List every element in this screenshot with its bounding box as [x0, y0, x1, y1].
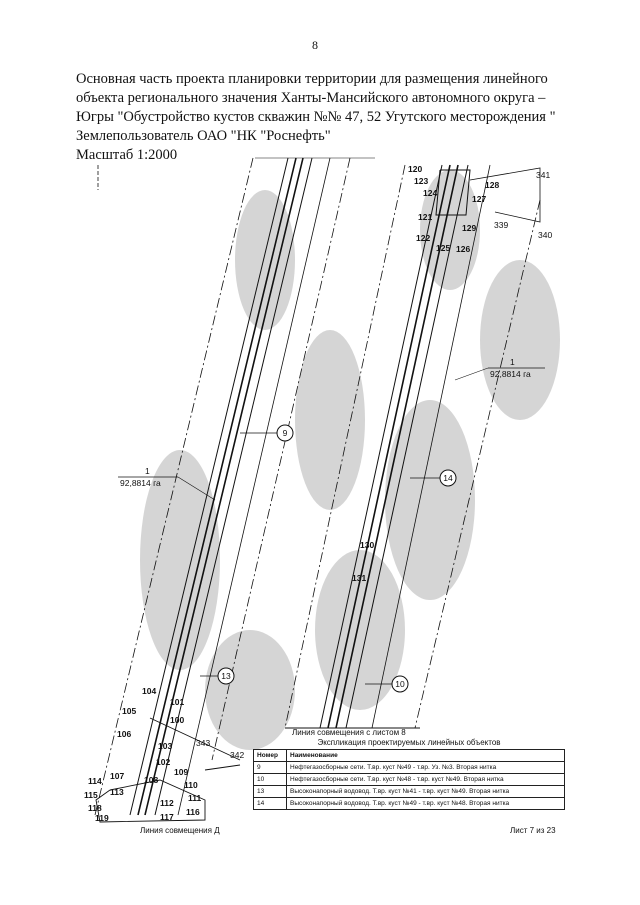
point-label: 115	[84, 790, 98, 800]
point-label: 126	[456, 244, 470, 254]
route-label: 9	[283, 428, 288, 438]
point-label: 107	[110, 771, 124, 781]
point-label: 339	[494, 220, 508, 230]
point-label: 117	[160, 812, 174, 822]
route-label: 13	[221, 671, 231, 681]
title-line: Югры "Обустройство кустов скважин №№ 47,…	[76, 109, 556, 125]
point-label: 125	[436, 243, 450, 253]
point-label: 123	[414, 176, 428, 186]
match-line-d: Линия совмещения Д	[140, 826, 220, 835]
plot-area: 92,8814 га	[490, 369, 531, 379]
route-markers: 9 14 13 10	[200, 424, 457, 693]
legend-row: 14 Высоконапорный водовод. Т.вр. куст №4…	[253, 797, 565, 810]
bottom-cluster-points: 104 105 101 100 106 103 102 107 108 109 …	[84, 686, 244, 823]
point-label: 340	[538, 230, 552, 240]
plot-id: 1	[510, 357, 515, 367]
legend-header-name: Наименование	[286, 749, 565, 762]
sheet-number: Лист 7 из 23	[510, 826, 556, 835]
point-label: 108	[144, 775, 158, 785]
point-label: 343	[196, 738, 210, 748]
legend-grid: Номер Наименование 9 Нефтегазосборные се…	[253, 749, 565, 810]
point-label: 341	[536, 170, 550, 180]
point-label: 110	[184, 780, 198, 790]
legend-header-number: Номер	[253, 749, 287, 762]
point-label: 131	[352, 573, 366, 583]
point-label: 129	[462, 223, 476, 233]
match-line-sheet-8: Линия совмещения с листом 8	[292, 728, 406, 737]
legend-header-row: Номер Наименование	[253, 749, 565, 762]
legend-name: Высоконапорный водовод. Т.вр. куст №49 -…	[286, 797, 565, 810]
route-label: 10	[395, 679, 405, 689]
title-line: объекта регионального значения Ханты-Ман…	[76, 90, 546, 106]
point-label: 106	[117, 729, 131, 739]
top-cluster-points: 120 123 124 121 122 125 126 127 128 129 …	[408, 164, 552, 254]
legend-number: 13	[253, 785, 287, 798]
plot-label-right: 1 92,8814 га	[454, 357, 545, 381]
legend-title: Экспликация проектируемых линейных объек…	[317, 738, 501, 747]
plot-label-left: 1 92,8814 га	[118, 466, 216, 501]
point-label: 102	[156, 757, 170, 767]
point-label: 342	[230, 750, 244, 760]
point-label: 112	[160, 798, 174, 808]
point-label: 104	[142, 686, 156, 696]
route-label: 14	[443, 473, 453, 483]
right-corridor	[284, 164, 541, 729]
scale-label: Масштаб 1:2000	[76, 147, 178, 163]
legend-row: 13 Высоконапорный водовод. Т.вр. куст №4…	[253, 785, 565, 798]
bottom-cluster-shape	[95, 717, 241, 823]
legend-number: 10	[253, 773, 287, 786]
point-label: 113	[110, 787, 124, 797]
point-label: 121	[418, 212, 432, 222]
legend-number: 14	[253, 797, 287, 810]
route-marker-13: 13	[200, 667, 235, 685]
legend-name: Нефтегазосборные сети. Т.вр. куст №49 - …	[286, 761, 565, 774]
point-label: 109	[174, 767, 188, 777]
point-label: 103	[158, 741, 172, 751]
point-label: 130	[360, 540, 374, 550]
legend-row: 9 Нефтегазосборные сети. Т.вр. куст №49 …	[253, 761, 565, 774]
legend-name: Нефтегазосборные сети. Т.вр. куст №48 - …	[286, 773, 565, 786]
route-marker-10: 10	[365, 675, 409, 693]
point-label: 127	[472, 194, 486, 204]
point-label: 114	[88, 776, 102, 786]
plot-area: 92,8814 га	[120, 478, 161, 488]
route-marker-9: 9	[240, 424, 294, 442]
point-label: 101	[170, 697, 184, 707]
middle-points: 130 131	[352, 540, 374, 583]
point-label: 116	[186, 807, 200, 817]
point-label: 122	[416, 233, 430, 243]
terrain-texture	[140, 170, 560, 750]
route-marker-14: 14	[410, 469, 457, 487]
left-corridor	[94, 157, 375, 816]
legend-name: Высоконапорный водовод. Т.вр. куст №41 -…	[286, 785, 565, 798]
legend-number: 9	[253, 761, 287, 774]
document-title: Основная часть проекта планировки террит…	[76, 70, 596, 165]
legend-row: 10 Нефтегазосборные сети. Т.вр. куст №48…	[253, 773, 565, 786]
legend-table: Экспликация проектируемых линейных объек…	[253, 738, 565, 810]
point-label: 120	[408, 164, 422, 174]
point-label: 128	[485, 180, 499, 190]
point-label: 119	[95, 813, 109, 823]
point-label: 105	[122, 706, 136, 716]
point-label: 118	[88, 803, 102, 813]
page-number: 8	[312, 38, 318, 52]
plot-id: 1	[145, 466, 150, 476]
title-line: Основная часть проекта планировки террит…	[76, 71, 548, 87]
point-label: 111	[188, 793, 202, 803]
point-label: 100	[170, 715, 184, 725]
point-label: 124	[423, 188, 437, 198]
title-line: Землепользователь ОАО "НК "Роснефть"	[76, 128, 331, 144]
